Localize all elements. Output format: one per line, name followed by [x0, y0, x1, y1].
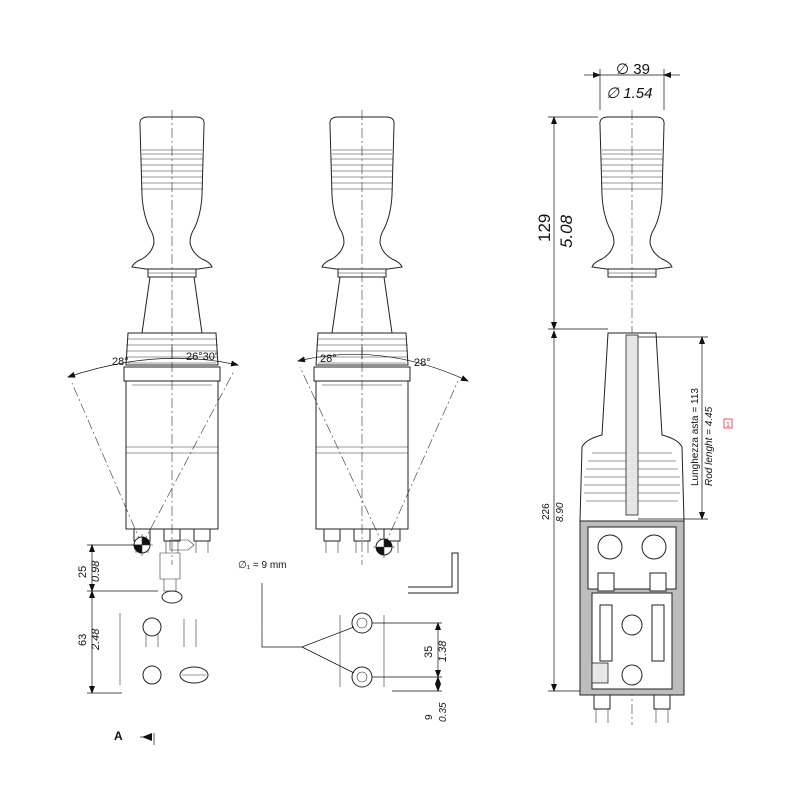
- front-dim-63-in: 2.48: [90, 628, 102, 651]
- side-angle-right-label: 28°: [414, 357, 431, 369]
- section-height-226-in: 8.90: [555, 502, 566, 522]
- mount-hole-top: [351, 612, 373, 634]
- front-angle-right-label: 26°30': [186, 351, 217, 363]
- rod-length-label-en: Rod lenght = 4.45: [704, 406, 715, 486]
- front-angle-left-label: 28°: [112, 356, 129, 368]
- section-view: [548, 69, 733, 725]
- side-dim-9-mm: 9: [424, 714, 435, 720]
- section-height-129-mm: 129: [535, 214, 554, 242]
- side-view: [261, 110, 469, 692]
- front-tilt-left-line: [71, 382, 143, 546]
- side-tilt-right-line: [383, 380, 459, 548]
- note-marker-number: 1: [726, 422, 730, 429]
- note-marker-box: [723, 418, 733, 429]
- side-lever: [408, 552, 459, 594]
- front-dim-25-mm: 25: [77, 566, 89, 578]
- section-rod: [625, 334, 639, 516]
- front-dim-63-mm: 63: [77, 634, 89, 646]
- front-angle-arc: [67, 357, 239, 378]
- front-view: [67, 110, 239, 745]
- side-angle-arc: [297, 354, 469, 382]
- section-marker-A: A: [114, 729, 123, 743]
- hole-diameter-note: ∅₁ = 9 mm: [238, 560, 286, 571]
- side-dim-35-mm: 35: [423, 646, 435, 658]
- section-diameter-in: ∅ 1.54: [606, 85, 652, 102]
- side-dim-35-in: 1.38: [437, 640, 449, 662]
- section-height-129-in: 5.08: [557, 214, 576, 248]
- section-height-226-mm: 226: [541, 503, 552, 520]
- front-tilt-right-line: [141, 370, 235, 546]
- mount-hole-bottom: [351, 666, 373, 688]
- section-diameter-mm: ∅ 39: [616, 61, 650, 78]
- side-tilt-left-line: [299, 366, 385, 548]
- rod-length-label-it: Lunghezza asta = 113: [690, 388, 701, 486]
- side-dim-9-in: 0.35: [438, 702, 449, 722]
- side-angle-left-label: 28°: [320, 353, 337, 365]
- front-dim-25-in: 0.98: [90, 560, 102, 582]
